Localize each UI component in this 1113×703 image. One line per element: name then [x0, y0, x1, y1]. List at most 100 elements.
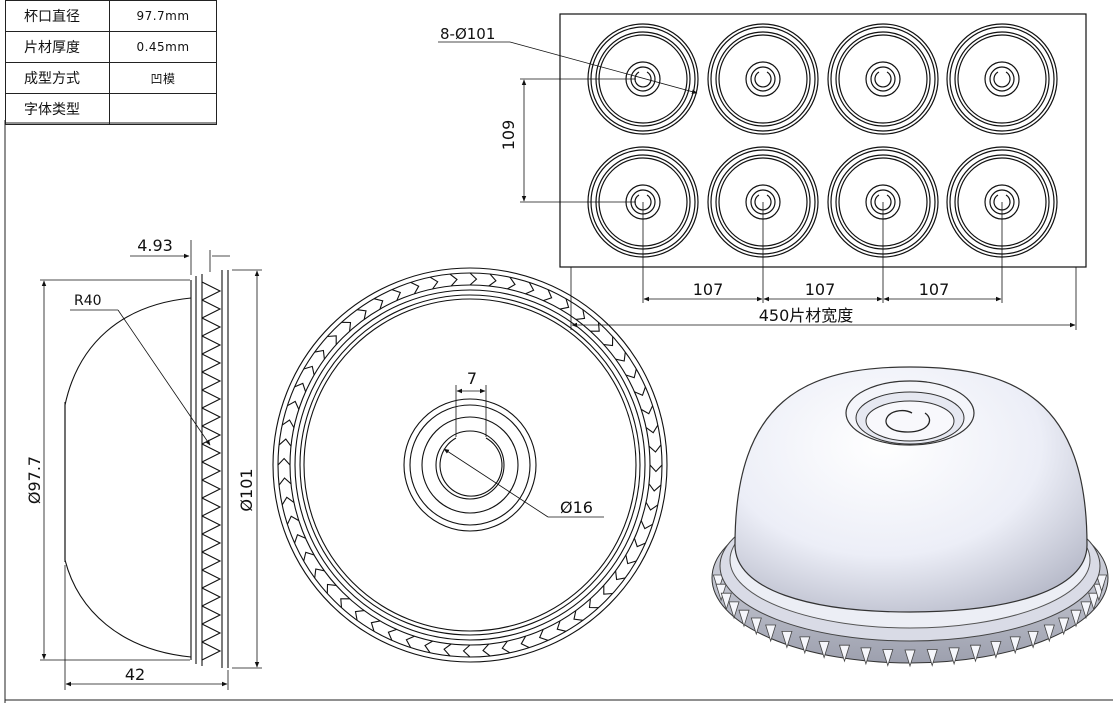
straw-slot-arc: [439, 437, 503, 497]
cup-mouth-dia-label: Ø97.7: [25, 456, 44, 504]
flange-rib: [201, 497, 222, 517]
rim-rib: [357, 309, 367, 320]
rim-rib: [278, 477, 292, 486]
rim-rib: [340, 598, 350, 608]
spec-label: 杯口直径: [5, 0, 110, 32]
flange-rib: [201, 317, 222, 337]
rim-rib: [326, 583, 337, 594]
render-rib: [1088, 592, 1100, 611]
rim-rib: [469, 272, 478, 286]
spec-value: 凹模: [109, 62, 217, 94]
render-rib: [799, 636, 811, 655]
spec-row: 成型方式 凹模: [5, 62, 217, 94]
spec-value: 0.45mm: [109, 31, 217, 63]
render-rib: [904, 649, 916, 668]
col-pitch-label-2: 107: [805, 280, 836, 299]
rim-rib: [341, 321, 352, 332]
flange-rib: [201, 623, 222, 643]
rim-rib: [588, 598, 599, 609]
rim-rib: [482, 643, 491, 657]
radius-label: R40: [74, 293, 102, 309]
flange-rib: [201, 569, 222, 589]
row-pitch-label: 109: [499, 120, 518, 151]
rim-rib: [559, 298, 570, 310]
sheet-width-label: 450片材宽度: [759, 306, 854, 325]
top-view: [272, 267, 668, 663]
render-rib: [838, 644, 851, 663]
render-rib: [1058, 617, 1070, 636]
render-rib: [882, 649, 894, 667]
rim-rib: [603, 585, 613, 595]
render-rib: [969, 644, 982, 663]
render-rib: [1080, 601, 1092, 620]
render-rib: [765, 624, 777, 643]
dome-profile: [64, 297, 192, 658]
rim-rib: [615, 352, 626, 362]
render-rib: [818, 641, 830, 659]
flange-rib: [201, 605, 222, 625]
spec-row: 杯口直径 97.7mm: [5, 0, 217, 32]
rim-rib: [303, 551, 315, 562]
rim-rib: [645, 424, 659, 434]
flange-rib: [201, 389, 222, 409]
straw-slot-spiral: [885, 409, 931, 433]
cavity: [707, 23, 819, 135]
rim-rib: [543, 289, 553, 302]
rim-rib: [634, 386, 646, 397]
flange-rib: [201, 281, 222, 301]
sheet-outline: [559, 13, 1087, 268]
rim-rib: [354, 610, 365, 621]
lid-3d-render: [711, 366, 1109, 668]
rim-rib: [314, 349, 325, 360]
flange-rib: [201, 407, 222, 427]
render-rib: [1009, 636, 1021, 655]
flange-height-label: 4.93: [137, 236, 173, 255]
rim-rib: [615, 570, 626, 581]
rim-rib: [391, 289, 402, 301]
render-rib: [781, 631, 793, 649]
render-rib: [712, 574, 724, 593]
cavity: [827, 23, 939, 135]
rim-rib: [410, 281, 420, 295]
mold-cavities: [587, 23, 1058, 258]
rim-rib: [538, 629, 549, 641]
flange-rib: [201, 479, 222, 499]
rim-rib: [590, 322, 600, 332]
rim-rib: [294, 382, 307, 392]
rim-rib: [281, 496, 295, 506]
rim-rib: [424, 640, 433, 654]
spec-label: 字体类型: [5, 93, 110, 125]
render-rib: [720, 592, 732, 611]
flange-rib: [201, 335, 222, 355]
flange-rib: [201, 515, 222, 535]
flange-rib: [201, 641, 222, 661]
rim-rib: [387, 628, 397, 641]
flange-rib: [201, 533, 222, 553]
rim-rib: [501, 640, 511, 654]
rim-rib: [556, 620, 567, 632]
render-rib: [1096, 574, 1108, 593]
spec-row: 片材厚度 0.45mm: [5, 31, 217, 63]
rim-rib: [648, 444, 662, 453]
rim-rib: [488, 273, 497, 287]
rim-rib: [640, 520, 653, 530]
spec-value: 97.7mm: [109, 0, 217, 32]
mold-layout-view: [438, 13, 1087, 330]
rim-rib: [603, 336, 614, 347]
side-profile-view: [40, 240, 262, 690]
hole-dia-label: Ø16: [560, 498, 593, 517]
spec-row: 字体类型: [5, 93, 217, 125]
outer-dia-label: Ø101: [237, 468, 256, 511]
rim-ribs: [277, 272, 663, 658]
col-pitch-label-1: 107: [693, 280, 724, 299]
render-rib: [1043, 624, 1055, 643]
flange-rib: [201, 353, 222, 373]
spec-table: 杯口直径 97.7mm 片材厚度 0.45mm 成型方式 凹模 字体类型: [5, 0, 217, 125]
flange-rib: [201, 551, 222, 571]
flange-rib: [201, 587, 222, 607]
render-rib: [860, 647, 872, 666]
cavity: [946, 23, 1058, 135]
render-rib: [1027, 631, 1039, 649]
rim-rib: [462, 644, 471, 658]
rim-rib: [287, 400, 300, 410]
